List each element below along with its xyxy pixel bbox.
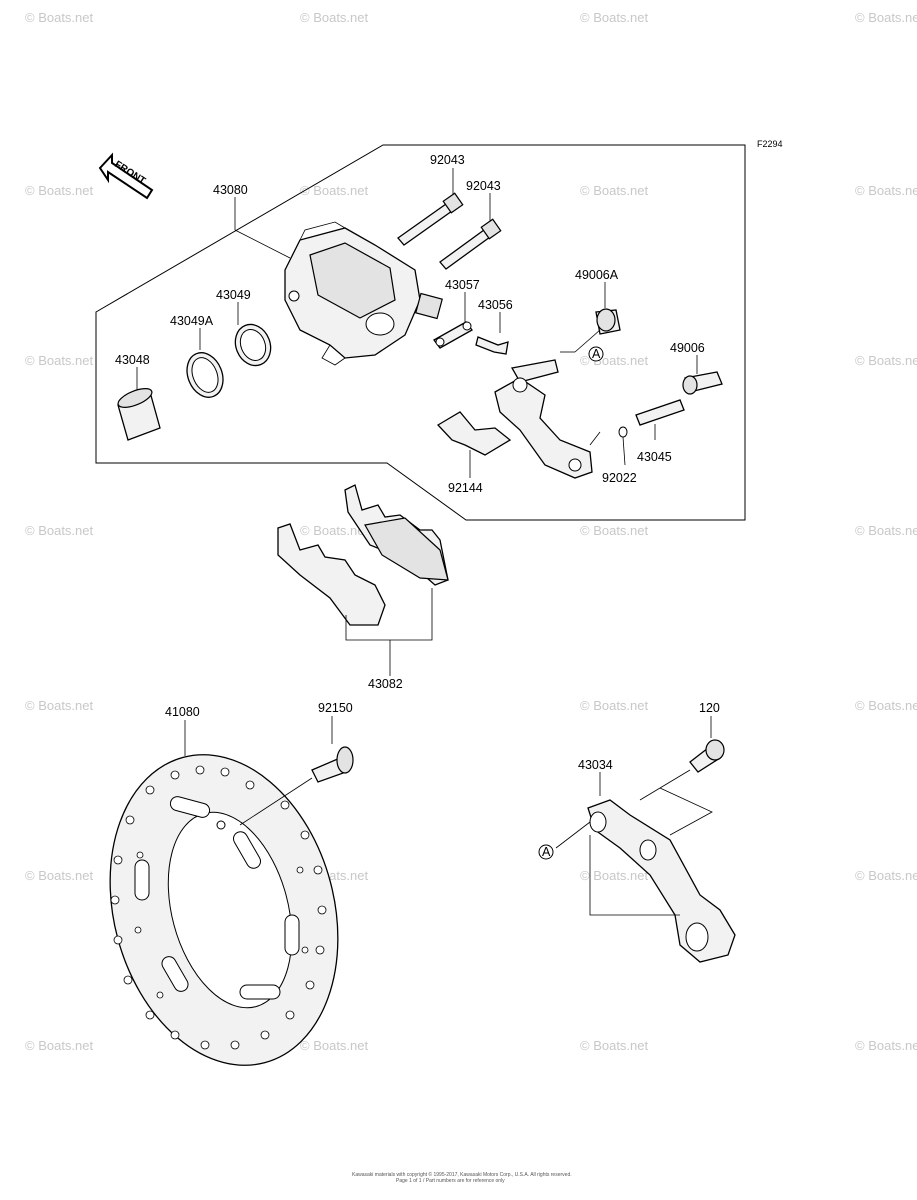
pin-43045 bbox=[635, 399, 685, 440]
diagram-code: F2294 bbox=[757, 139, 783, 149]
brake-pads-43082 bbox=[277, 484, 449, 676]
caliper-assembly-outline bbox=[95, 144, 746, 521]
watermark: © Boats.net bbox=[855, 353, 917, 368]
watermark: © Boats.net bbox=[580, 1038, 649, 1053]
part-labels: 92043 92043 43080 43057 43056 49006A 430… bbox=[115, 153, 720, 772]
bolt-92043-b bbox=[439, 193, 502, 270]
part-label-43049A: 43049A bbox=[170, 314, 214, 328]
part-label-41080: 41080 bbox=[165, 705, 200, 719]
watermark: © Boats.net bbox=[855, 698, 917, 713]
ref-marker-a: A bbox=[592, 347, 601, 361]
ref-marker-a: A bbox=[542, 845, 551, 859]
seal-43049 bbox=[234, 302, 272, 367]
part-label-49006: 49006 bbox=[670, 341, 705, 355]
part-label-120: 120 bbox=[699, 701, 720, 715]
watermark: © Boats.net bbox=[580, 10, 649, 25]
boot-49006 bbox=[682, 355, 723, 395]
bleeder-valve-43056 bbox=[475, 312, 509, 355]
watermark-layer: © Boats.net © Boats.net © Boats.net © Bo… bbox=[25, 10, 917, 1053]
watermark: © Boats.net bbox=[580, 868, 649, 883]
spring-92144 bbox=[436, 411, 512, 478]
watermark: © Boats.net bbox=[25, 523, 94, 538]
brake-disc-41080 bbox=[109, 720, 339, 1066]
watermark: © Boats.net bbox=[855, 868, 917, 883]
watermark: © Boats.net bbox=[25, 868, 94, 883]
part-label-92043: 92043 bbox=[466, 179, 501, 193]
bleeder-cap-43057 bbox=[433, 292, 473, 349]
footer-copyright: Kawasaki materials with copyright © 1995… bbox=[352, 1171, 572, 1178]
front-arrow-icon: FRONT bbox=[98, 152, 154, 200]
bolt-120 bbox=[639, 716, 725, 836]
footer-note: Page 1 of 1 / Part numbers are for refer… bbox=[396, 1178, 505, 1184]
watermark: © Boats.net bbox=[25, 353, 94, 368]
watermark: © Boats.net bbox=[855, 523, 917, 538]
part-label-43045: 43045 bbox=[637, 450, 672, 464]
watermark: © Boats.net bbox=[25, 183, 94, 198]
part-label-49006A: 49006A bbox=[575, 268, 619, 282]
watermark: © Boats.net bbox=[580, 183, 649, 198]
part-label-43049: 43049 bbox=[216, 288, 251, 302]
torque-link-43034: A bbox=[538, 772, 736, 963]
watermark: © Boats.net bbox=[300, 1038, 369, 1053]
watermark: © Boats.net bbox=[300, 523, 369, 538]
disc-bolt-92150 bbox=[239, 716, 354, 826]
caliper-bracket: A bbox=[494, 329, 604, 479]
part-label-43034: 43034 bbox=[578, 758, 613, 772]
part-label-43048: 43048 bbox=[115, 353, 150, 367]
watermark: © Boats.net bbox=[855, 1038, 917, 1053]
part-label-92144: 92144 bbox=[448, 481, 483, 495]
watermark: © Boats.net bbox=[300, 10, 369, 25]
clip-92022 bbox=[589, 426, 628, 466]
part-label-43057: 43057 bbox=[445, 278, 480, 292]
watermark: © Boats.net bbox=[300, 183, 369, 198]
bolt-92043-a bbox=[397, 168, 464, 246]
watermark: © Boats.net bbox=[25, 1038, 94, 1053]
watermark: © Boats.net bbox=[25, 10, 94, 25]
part-label-92150: 92150 bbox=[318, 701, 353, 715]
seal-43049A bbox=[186, 328, 224, 398]
part-label-43080: 43080 bbox=[213, 183, 248, 197]
watermark: © Boats.net bbox=[25, 698, 94, 713]
watermark: © Boats.net bbox=[855, 183, 917, 198]
caliper-body bbox=[284, 221, 443, 366]
watermark: © Boats.net bbox=[580, 698, 649, 713]
part-label-92043: 92043 bbox=[430, 153, 465, 167]
part-label-43082: 43082 bbox=[368, 677, 403, 691]
watermark: © Boats.net bbox=[855, 10, 917, 25]
boot-49006A bbox=[595, 282, 621, 335]
leader-line bbox=[234, 229, 291, 259]
watermark: © Boats.net bbox=[580, 523, 649, 538]
part-label-43056: 43056 bbox=[478, 298, 513, 312]
part-label-92022: 92022 bbox=[602, 471, 637, 485]
piston-43048 bbox=[117, 367, 161, 441]
